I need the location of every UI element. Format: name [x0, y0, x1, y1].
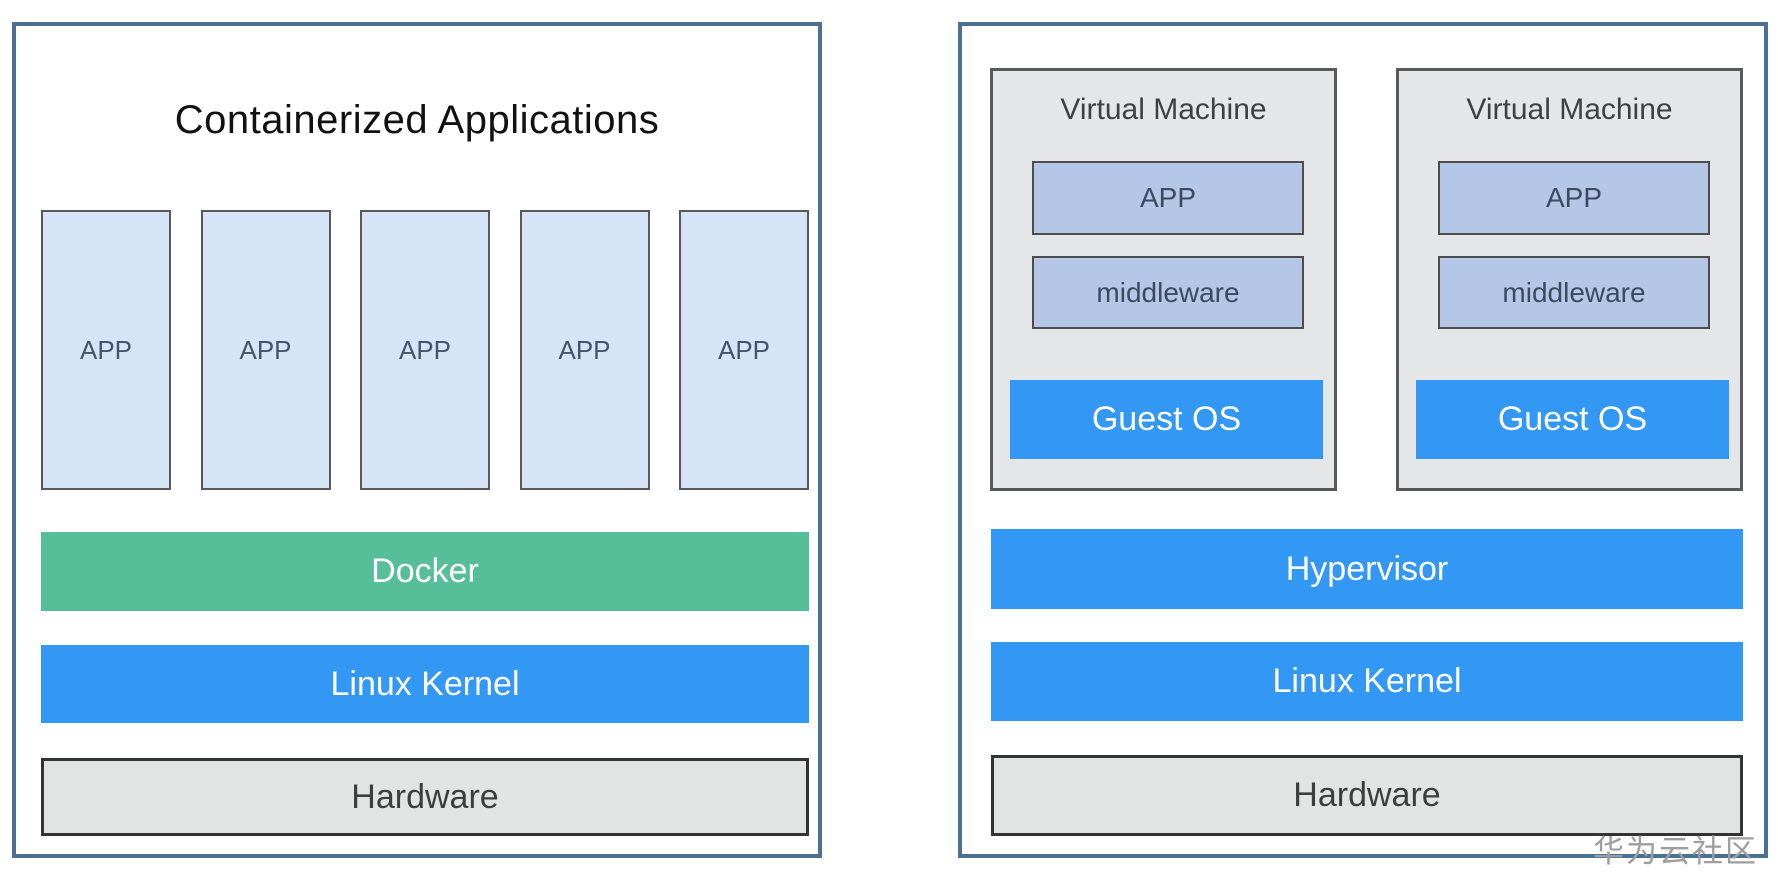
container-app-row: APP APP APP APP APP: [41, 210, 809, 490]
vm-app-box: APP: [1032, 161, 1304, 235]
container-app-box: APP: [360, 210, 490, 490]
docker-layer: Docker: [41, 532, 809, 611]
container-app-box: APP: [679, 210, 809, 490]
container-panel-title: Containerized Applications: [174, 98, 660, 142]
container-app-box: APP: [200, 210, 331, 490]
hardware-layer: Hardware: [41, 758, 809, 836]
vm-row: Virtual Machine APP middleware Guest OS …: [990, 68, 1743, 491]
container-app-box: APP: [41, 210, 171, 490]
virtual-machine-box: Virtual Machine APP middleware Guest OS: [1396, 68, 1743, 491]
linux-kernel-layer: Linux Kernel: [41, 645, 809, 723]
vm-guest-os-layer: Guest OS: [1010, 380, 1323, 459]
vm-title: Virtual Machine: [1466, 93, 1673, 126]
vm-middleware-box: middleware: [1438, 256, 1710, 329]
vm-title: Virtual Machine: [1060, 93, 1267, 126]
container-app-box: APP: [519, 210, 650, 490]
vm-app-box: APP: [1438, 161, 1710, 235]
linux-kernel-layer: Linux Kernel: [991, 642, 1743, 721]
virtual-machine-box: Virtual Machine APP middleware Guest OS: [990, 68, 1337, 491]
container-architecture-panel: Containerized Applications APP APP APP A…: [12, 22, 822, 858]
vm-architecture-panel: Virtual Machine APP middleware Guest OS …: [958, 22, 1768, 858]
vm-middleware-box: middleware: [1032, 256, 1304, 329]
vm-guest-os-layer: Guest OS: [1416, 380, 1729, 459]
hardware-layer: Hardware: [991, 755, 1743, 836]
huawei-cloud-community-watermark: 华为云社区: [1593, 834, 1758, 869]
hypervisor-layer: Hypervisor: [991, 529, 1743, 609]
